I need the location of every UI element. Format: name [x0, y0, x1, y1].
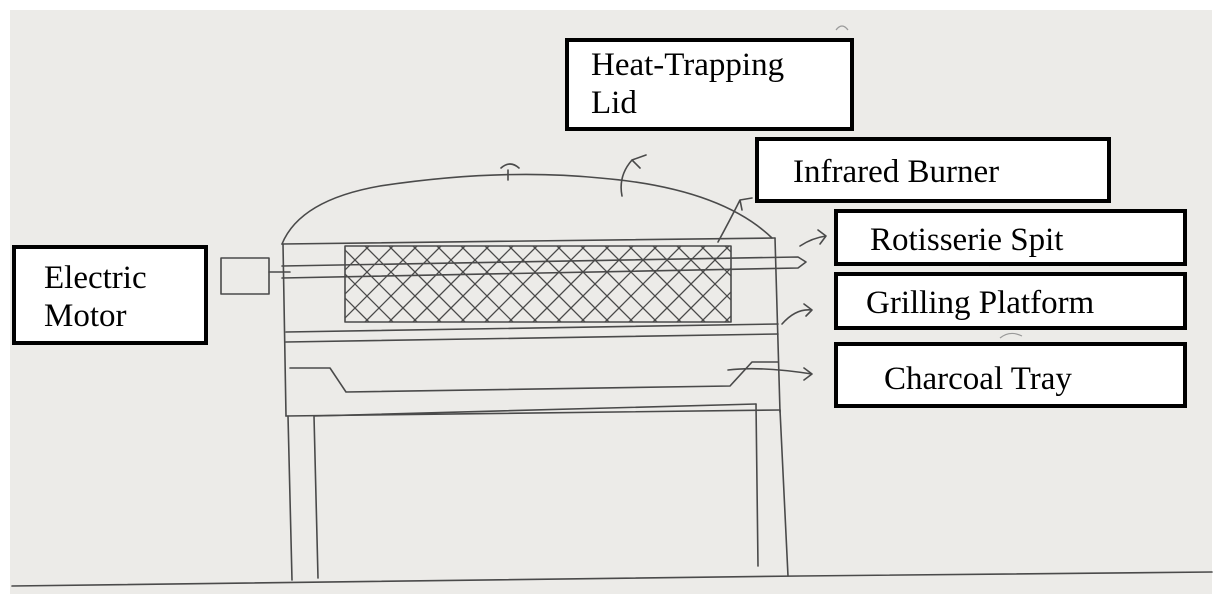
motor-box [220, 257, 270, 295]
grate-hatch-line [652, 246, 730, 322]
grate-hatch-line [345, 297, 370, 322]
grate-hatch-line [345, 246, 346, 247]
tray-pointer-arrow [727, 367, 813, 381]
platform-pointer-arrow [781, 303, 813, 325]
grilling-platform-text: Grilling Platform [866, 285, 1095, 321]
grate-hatch-line [628, 246, 706, 322]
grilling-platform-line [285, 323, 779, 343]
motor-label-line1: Electric [44, 260, 147, 296]
grate-hatch-line [532, 246, 610, 322]
grate-hatch-line [460, 246, 538, 322]
grate-hatch-line [700, 246, 731, 277]
grate-hatch-line [580, 246, 658, 322]
grate-hatch-line [556, 246, 634, 322]
lid-label-line2: Lid [591, 85, 637, 121]
grate-hatch-line [345, 246, 418, 319]
grate-hatch-line [484, 246, 562, 322]
lid-label-line1: Heat-Trapping [591, 47, 785, 83]
grate-hatch-line [345, 246, 370, 271]
lid-handle [500, 163, 520, 181]
infrared-burner-text: Infrared Burner [793, 154, 1000, 190]
grate-hatch-line [412, 246, 490, 322]
motor-label-line2: Motor [44, 298, 127, 334]
grate-hatch-line [364, 246, 442, 322]
body-top-edge [281, 237, 776, 245]
grilling-platform-label: Grilling Platform [834, 272, 1187, 330]
grate-hatch-line [388, 246, 466, 322]
lid-pointer-arrow [620, 154, 647, 197]
grate-hatch-line [436, 246, 514, 322]
charcoal-tray-text: Charcoal Tray [884, 361, 1072, 397]
grate-hatch-line [345, 321, 346, 322]
burner-pointer-arrow [717, 197, 753, 243]
grill-grate-frame [344, 245, 732, 323]
right-leg [755, 403, 789, 577]
floor-line [11, 571, 1213, 587]
grate-hatch-line [676, 267, 731, 322]
left-leg [287, 403, 757, 581]
body-left-wall [282, 243, 287, 417]
rotisserie-spit [281, 256, 807, 279]
heat-trapping-lid-label: Heat-Trapping Lid [565, 38, 854, 131]
grate-hatch-line [604, 246, 682, 322]
body-right-wall [774, 237, 781, 413]
grill-grate-crosshatch [345, 246, 731, 322]
charcoal-tray-label: Charcoal Tray [834, 342, 1187, 408]
rotisserie-spit-label: Rotisserie Spit [834, 209, 1187, 266]
electric-motor-label: Electric Motor [12, 245, 208, 345]
lid-dome [281, 173, 773, 245]
grate-hatch-line [345, 246, 394, 295]
grate-hatch-line [700, 291, 731, 322]
charcoal-tray-shape [289, 361, 779, 393]
grate-hatch-line [508, 246, 586, 322]
infrared-burner-label: Infrared Burner [755, 137, 1111, 203]
spit-pointer-arrow [799, 229, 827, 247]
rotisserie-spit-text: Rotisserie Spit [870, 222, 1064, 258]
